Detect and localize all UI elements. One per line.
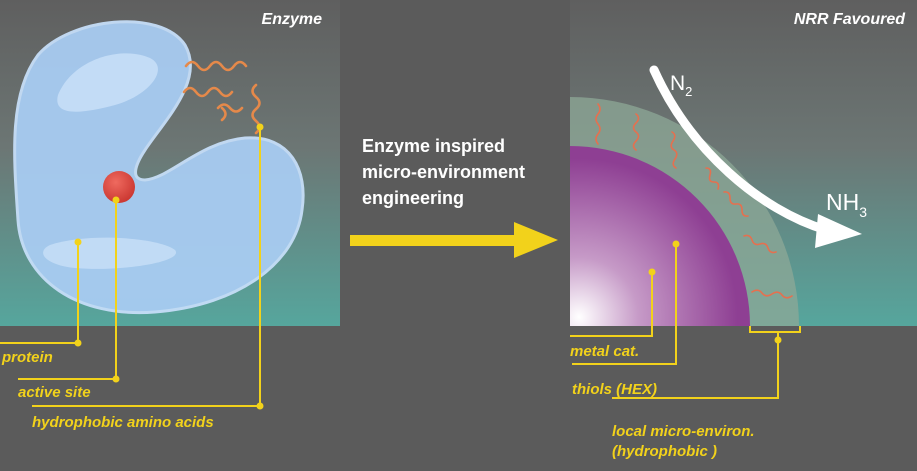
n2-subscript: 2 [685, 84, 692, 99]
local-dot [774, 336, 782, 344]
right-panel: N2 NH3 NRR Favoured metal cat. thiols (H… [570, 0, 917, 460]
nh3-base: NH [826, 189, 859, 215]
protein-end-dot [74, 339, 82, 347]
thiol-chains [595, 103, 793, 299]
protein-highlight-top [57, 53, 158, 112]
thiols-leader [572, 244, 677, 365]
metal-label: metal cat. [570, 343, 639, 360]
active-site-dot [112, 196, 120, 204]
nh3-label: NH3 [826, 189, 867, 220]
hydrophobic-label: hydrophobic amino acids [32, 414, 214, 431]
chain-2 [182, 86, 234, 98]
local-leader [612, 332, 779, 399]
thiol-chain-7 [751, 289, 793, 299]
center-line-1: Enzyme inspired [362, 136, 505, 156]
chain-1 [184, 60, 248, 72]
right-leader-lines [570, 244, 801, 399]
right-leader-dots [648, 240, 782, 344]
metal-dot [648, 268, 656, 276]
chain-5 [220, 106, 227, 122]
thiols-dot [672, 240, 680, 248]
local-bracket [749, 326, 801, 333]
thiol-chain-3 [670, 131, 678, 169]
center-arrow-head [514, 222, 558, 258]
protein-highlight-bottom [43, 237, 177, 269]
hydrophobic-dot [256, 123, 264, 131]
thiol-chain-2 [632, 113, 640, 151]
nrr-title: NRR Favoured [794, 11, 906, 28]
center-line-3: engineering [362, 188, 464, 208]
metal-catalyst [570, 146, 750, 326]
thiol-chain-5 [723, 191, 749, 217]
chain-3 [216, 103, 244, 113]
local-label-line-1: local micro-environ. [612, 423, 755, 440]
thiols-label: thiols (HEX) [572, 381, 657, 398]
reaction-arrow-head [815, 214, 862, 248]
reaction-arrow-path [649, 65, 831, 235]
n2-label: N2 [670, 72, 692, 99]
left-panel: Enzyme protein active site hydrophobic a… [0, 0, 340, 431]
nh3-subscript: 3 [859, 204, 867, 220]
n2-base: N [670, 72, 685, 95]
hydrophobic-end-dot [256, 402, 264, 410]
active-site-end-dot [112, 375, 120, 383]
thiol-chain-1 [595, 103, 601, 145]
center-arrow-shaft [350, 235, 522, 246]
thiol-chain-6 [743, 234, 777, 254]
metal-leader [570, 272, 653, 337]
active-site-sphere [103, 171, 135, 203]
center-line-2: micro-environment [362, 162, 525, 182]
enzyme-title: Enzyme [262, 11, 323, 28]
active-site-label: active site [18, 384, 91, 401]
center-annotation: Enzyme inspired micro-environment engine… [350, 136, 558, 258]
protein-dot [74, 238, 82, 246]
local-label-line-2: (hydrophobic ) [612, 443, 717, 460]
protein-label: protein [1, 349, 53, 366]
thiol-chain-4 [705, 167, 720, 190]
left-leader-dots [74, 123, 264, 410]
